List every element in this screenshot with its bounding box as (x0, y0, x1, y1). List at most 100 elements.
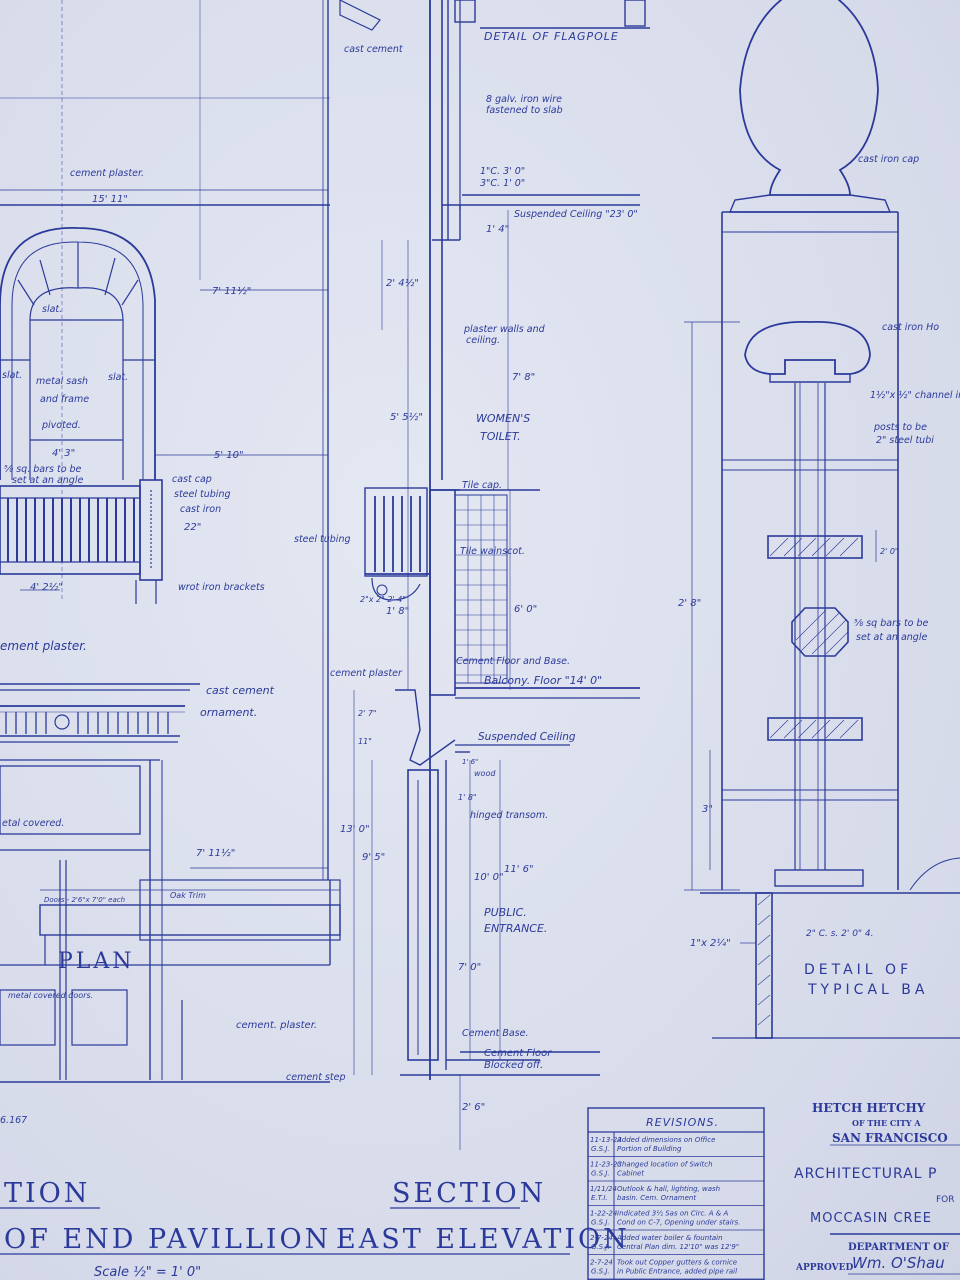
sec-dim-11: 11" (358, 737, 372, 746)
sec-title-detail-flagpole: DETAIL OF FLAGPOLE (484, 30, 619, 43)
sec-note-cement-floor-base: Cement Floor and Base. (456, 656, 570, 667)
sec-dim-1-6: 1' 6" (462, 758, 478, 766)
title-org-1: HETCH HETCHY (812, 1101, 926, 1115)
elev-dim-width-total: 15' 11" (92, 194, 128, 205)
det-note-channel-iron: 1½"x ½" channel ir (870, 390, 960, 401)
sec-note-cement-floor: Cement Floor (484, 1048, 552, 1059)
revision-by: G.S.J. (591, 1219, 610, 1227)
sec-note-tile-cap: Tile cap. (462, 480, 502, 491)
detail-linework (700, 0, 960, 1039)
det-note-posts-1: posts to be (873, 422, 927, 433)
revision-by: G.S.J. (591, 1268, 610, 1276)
elevation-railing-pickets (7, 498, 135, 562)
elev-note-pivoted: pivoted. (41, 420, 81, 431)
elev-note-metal-sash: metal sash (36, 376, 88, 387)
elev-dim-22: 22" (184, 522, 201, 533)
elevation-linework (0, 0, 341, 1083)
revision-date: 11-13-23 (590, 1136, 622, 1144)
elev-plan-label: PLAN (58, 949, 135, 974)
elev-note-sq-bars-2: set at an angle (12, 475, 83, 486)
elev-note-slat-left: slat. (2, 370, 22, 381)
sec-label-womens: WOMEN'S (476, 412, 530, 425)
elev-note-slat-right: slat. (108, 372, 128, 383)
elev-note-sq-bars-1: ⅝ sq. bars to be (4, 464, 82, 475)
title-approved: APPROVED (795, 1263, 854, 1273)
detail-hatching (757, 537, 859, 1026)
sec-note-suspended-ceiling: Suspended Ceiling (478, 731, 576, 743)
det-note-cs: 2" C. s. 2' 0" 4. (806, 929, 874, 939)
sec-note-cement-base: Cement Base. (462, 1028, 529, 1039)
sec-dim-13-0: 13' 0" (340, 824, 370, 835)
elevation-subtitle: OF END PAVILLION (4, 1224, 331, 1255)
revisions-rows: 11-13-23G.S.J.Added dimensions on Office… (588, 1136, 764, 1280)
det-dim-3: 3" (702, 804, 713, 815)
elev-note-metal-covered: etal covered. (2, 818, 64, 829)
title-signature: Wm. O'Shau (852, 1254, 945, 1272)
revision-date: 11-23-23 (590, 1161, 622, 1169)
det-note-sq-bars-2: set at an angle (856, 632, 927, 643)
det-note-cast-iron-ho: cast iron Ho (882, 322, 939, 333)
sec-dim-2-4: 2' 4½" (386, 277, 419, 289)
sec-note-c-1-0: 3"C. 1' 0" (480, 178, 525, 189)
elevation-title: TION (4, 1178, 90, 1209)
sec-note-suspended-ceiling-top: Suspended Ceiling "23' 0" (514, 209, 638, 220)
revision-by: G.S.J. (591, 1145, 610, 1153)
elev-note-cement-plaster-top: cement plaster. (70, 168, 144, 179)
elev-note-doors: Doors - 2'6"x 7'0" each (44, 896, 125, 904)
elev-note-cement-plaster-low: cement. plaster. (236, 1020, 317, 1031)
title-subject-2: FOR (936, 1195, 955, 1205)
revision-by: E.T.I. (591, 1194, 608, 1202)
detail-title-2: TYPICAL BA (807, 982, 928, 998)
sec-note-galv-wire-2: fastened to slab (486, 105, 563, 116)
sec-note-cement-plaster: cement plaster (330, 668, 403, 679)
elevation-scale: Scale ½" = 1' 0" (94, 1265, 201, 1280)
sec-note-balcony-floor: Balcony. Floor "14' 0" (484, 674, 602, 687)
detail-dimension-lines (684, 321, 877, 944)
det-note-cast-iron-cap: cast iron cap (858, 154, 919, 165)
title-subject-3: MOCCASIN CREE (810, 1211, 932, 1226)
elev-note-cement-step: cement step (286, 1072, 345, 1083)
sec-label-toilet: TOILET. (480, 430, 521, 443)
sec-note-ceiling: ceiling. (466, 335, 500, 346)
sec-note-galv-wire-1: 8 galv. iron wire (486, 94, 562, 105)
title-subject-1: ARCHITECTURAL P (794, 1166, 937, 1182)
sec-dim-7-0: 7' 0" (458, 962, 481, 973)
det-note-sq-bars-1: ⅝ sq bars to be (854, 618, 929, 629)
elev-dim-width-right: 7' 11½" (212, 285, 251, 297)
elev-note-slat-top: slat. (42, 304, 62, 315)
title-dept: DEPARTMENT OF (848, 1242, 949, 1253)
revisions-frame (587, 1107, 765, 1280)
elev-note-steel-tubing: steel tubing (174, 489, 231, 500)
revision-date: 2-7-24 (590, 1234, 613, 1242)
detail-title-1: DETAIL OF (804, 962, 912, 978)
elev-note-cast-cap: cast cap (172, 474, 212, 485)
elev-note-cast-iron: cast iron (180, 504, 221, 515)
elev-note-cast-cement: cast cement (206, 684, 275, 697)
sec-note-blocked-off: Blocked off. (484, 1060, 543, 1071)
section-title: SECTION (392, 1178, 546, 1209)
sec-dim-11-6: 11' 6" (504, 864, 534, 875)
elev-note-and-frame: and frame (40, 394, 89, 405)
sec-dim-1-8b: 1' 8" (458, 793, 477, 802)
elev-dim-4-2: 4' 2½" (30, 581, 63, 593)
elev-dim-width-sash: 4' 3" (52, 448, 75, 459)
sec-dim-1-4: 1' 4" (486, 224, 509, 235)
sec-note-cast-cement: cast cement (344, 44, 404, 55)
sec-dim-6-0: 6' 0" (514, 604, 537, 615)
revision-by: G.S.J. (591, 1170, 610, 1178)
elev-note-cement-plaster-mid: ement plaster. (0, 639, 87, 653)
revision-date: 1-22-24 (590, 1210, 617, 1218)
det-dim-2-0: 2' 0" (880, 547, 899, 556)
elev-note-metal-doors: metal covered doors. (8, 991, 93, 1000)
sec-label-public: PUBLIC. (484, 906, 527, 919)
revisions-header: REVISIONS. (646, 1116, 719, 1129)
